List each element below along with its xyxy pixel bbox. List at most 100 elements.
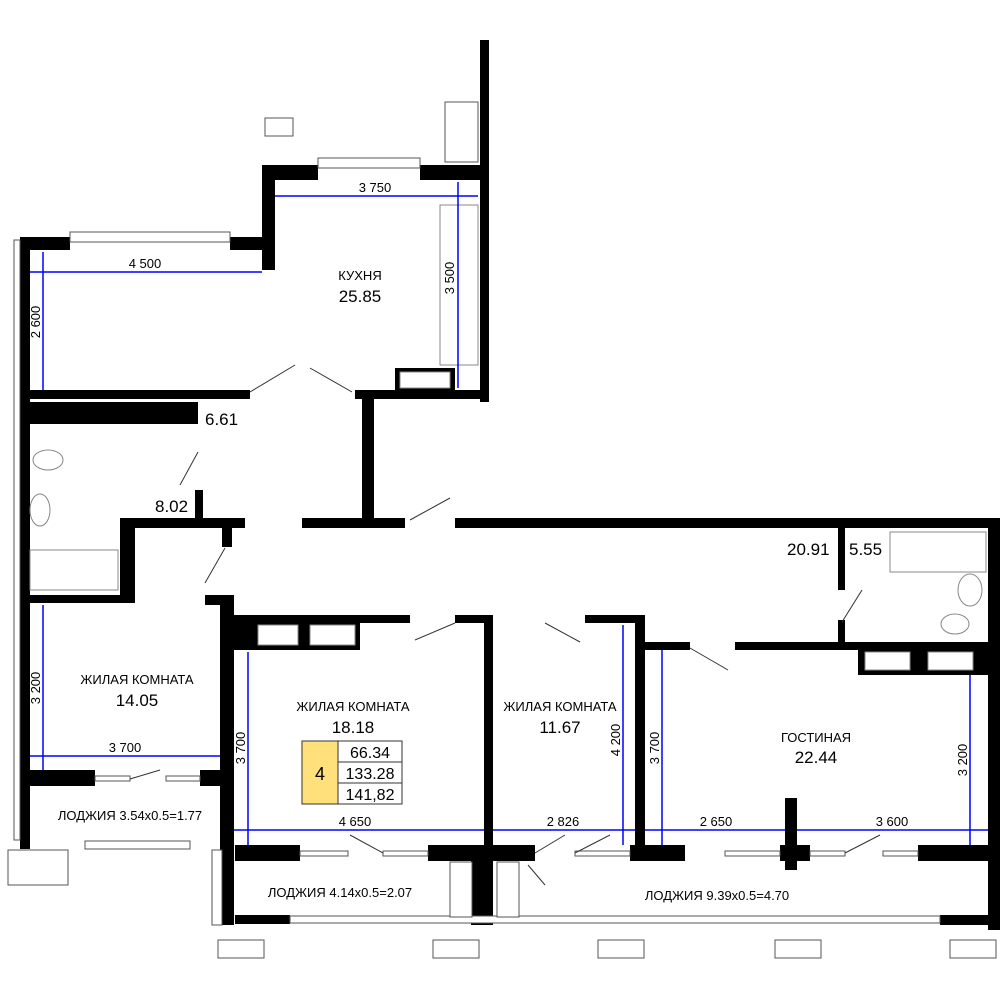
bathtub-icon [29, 549, 119, 591]
living3-name: ЖИЛАЯ КОМНАТА [503, 699, 616, 714]
dim-top-left-h: 2 600 [28, 306, 43, 339]
bath-left-area: 8.02 [155, 497, 188, 516]
balcony-door [724, 850, 781, 857]
dimension-lines [30, 182, 988, 845]
dim-kitchen-w: 3 750 [359, 180, 392, 195]
wall [135, 518, 245, 528]
door-swing [689, 647, 729, 671]
wall [20, 237, 30, 849]
door-swing [844, 834, 881, 854]
door-swings [129, 364, 881, 886]
dim-g-w2: 3 600 [876, 814, 909, 829]
sink-icon [957, 573, 983, 607]
wall [262, 165, 318, 180]
dim-l1-h: 3 200 [28, 672, 43, 705]
wall [630, 845, 685, 861]
door-swing [534, 834, 566, 854]
facade-vent [774, 939, 822, 959]
balcony-door [382, 850, 429, 857]
wall [940, 915, 990, 925]
door-swing [414, 622, 456, 641]
dim-kitchen-h: 3 500 [442, 262, 457, 295]
wall [235, 915, 290, 924]
facade-vent [432, 939, 480, 959]
door-swing [129, 769, 161, 780]
rooms-count: 4 [315, 764, 325, 784]
door-swing [409, 497, 451, 521]
dimension-labels: 3 750 3 500 4 500 2 600 3 200 3 700 3 700 4 650… [28, 180, 970, 829]
closet-unit [309, 624, 356, 646]
dim-g-h2: 3 200 [955, 744, 970, 777]
dim-l3-w: 2 826 [547, 814, 580, 829]
loggia-1: ЛОДЖИЯ 3.54x0.5=1.77 [58, 808, 202, 823]
wall [480, 40, 489, 402]
wall [302, 518, 405, 528]
wall [362, 399, 374, 520]
hall-area: 20.91 [787, 540, 830, 559]
loggia-3: ЛОДЖИЯ 9.39x0.5=4.70 [645, 888, 789, 903]
door-swing [574, 834, 611, 854]
window [84, 840, 191, 850]
toilet-icon [940, 613, 970, 635]
door-swing [349, 834, 384, 854]
wall [585, 615, 645, 623]
door-swing [249, 364, 296, 393]
total-area: 133.28 [346, 766, 395, 783]
dim-l2-w: 4 650 [339, 814, 372, 829]
wall [355, 390, 488, 399]
wall [230, 237, 275, 250]
wall [120, 518, 135, 598]
toilet-icon [32, 449, 64, 471]
living2-area: 18.18 [332, 718, 375, 737]
wall [20, 595, 135, 603]
balcony-door [165, 775, 201, 782]
wall [222, 525, 232, 547]
wall [780, 845, 810, 861]
window [496, 861, 520, 918]
closet-unit [927, 651, 974, 671]
wall [205, 595, 233, 605]
wall [200, 770, 230, 786]
dim-l1-w: 3 700 [109, 740, 142, 755]
wall [28, 402, 198, 424]
door-swing [527, 864, 546, 886]
badge-cell [337, 782, 403, 805]
window [211, 849, 223, 926]
balcony-door [299, 850, 349, 857]
wall [484, 615, 493, 925]
wall [455, 615, 492, 623]
wall [455, 518, 1000, 528]
wall [471, 845, 493, 925]
window [449, 861, 473, 918]
wall [20, 390, 250, 399]
door-swing [309, 367, 353, 393]
closet-unit [399, 371, 451, 389]
wall [195, 490, 203, 520]
window [264, 117, 294, 137]
door-swing [204, 547, 226, 584]
window [444, 101, 479, 163]
window [317, 157, 421, 169]
wc-area: 6.61 [205, 410, 238, 429]
guest-area: 22.44 [795, 748, 838, 767]
bathroom-fixtures [29, 204, 987, 671]
closet-unit [864, 651, 911, 671]
wall [357, 615, 410, 623]
windows [7, 101, 997, 959]
facade-vent [949, 939, 997, 959]
kitchen-counter [439, 204, 479, 366]
dim-g-w1: 2 650 [700, 814, 733, 829]
window [289, 915, 941, 924]
kitchen-area: 25.85 [339, 287, 382, 306]
wall [262, 165, 275, 270]
dim-top-left-w: 4 500 [129, 256, 162, 271]
window [13, 239, 21, 841]
facade-vent [597, 939, 645, 959]
wall [220, 595, 234, 925]
facade-vent [217, 939, 265, 959]
balcony-door [574, 850, 631, 857]
door-swing [544, 622, 581, 643]
dim-g-h1: 3 700 [647, 732, 662, 765]
window [7, 849, 69, 886]
